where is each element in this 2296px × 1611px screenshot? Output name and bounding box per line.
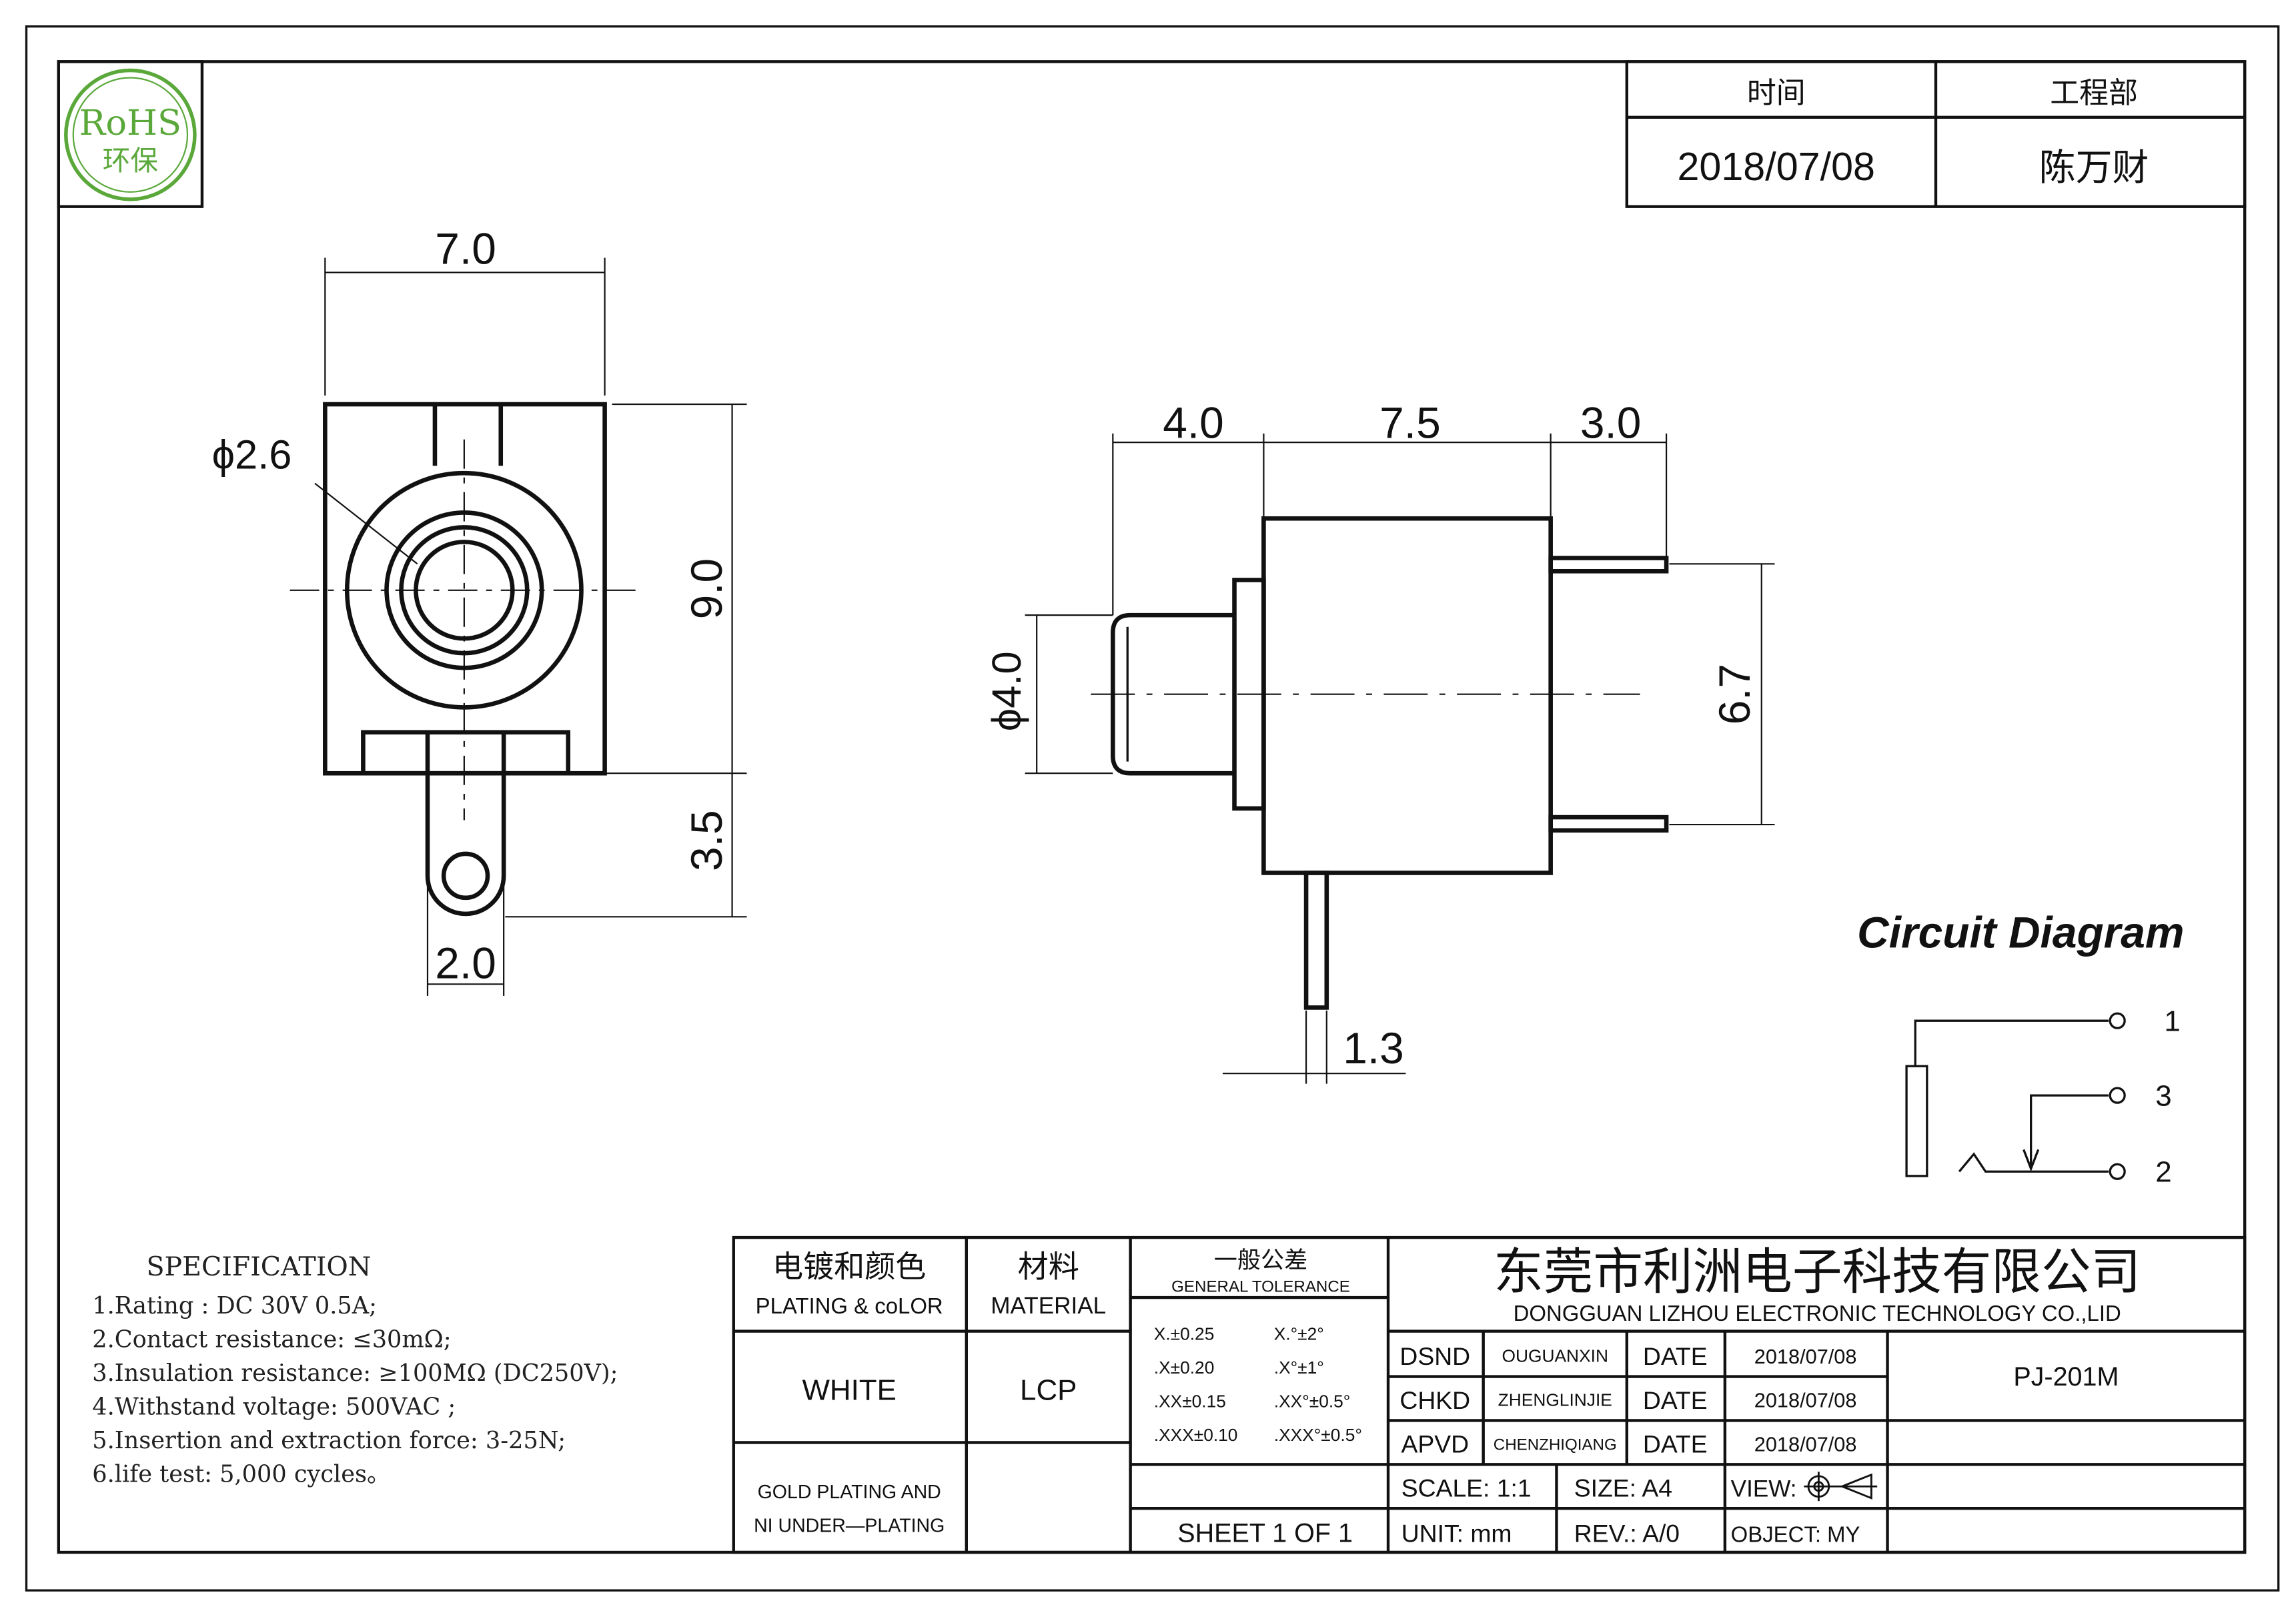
svg-text:MATERIAL: MATERIAL [991,1293,1106,1319]
svg-text:4.0: 4.0 [1163,398,1224,448]
svg-text:WHITE: WHITE [802,1374,896,1407]
side-view: 4.0 7.5 3.0 ϕ4.0 6.7 1.3 [984,398,1775,1084]
svg-text:DATE: DATE [1643,1386,1708,1414]
svg-text:7.0: 7.0 [435,223,496,273]
title-block: 电镀和颜色 PLATING & coLOR 材料 MATERIAL WHITE … [732,1235,2247,1554]
svg-text:3: 3 [2155,1080,2171,1113]
svg-text:DATE: DATE [1643,1342,1708,1370]
svg-text:环保: 环保 [103,144,158,177]
projection-symbol-icon [1804,1472,1878,1502]
svg-text:一般公差: 一般公差 [1214,1247,1307,1273]
svg-text:东莞市利洲电子科技有限公司: 东莞市利洲电子科技有限公司 [1494,1243,2141,1299]
svg-text:电镀和颜色: 电镀和颜色 [772,1249,926,1283]
svg-text:1: 1 [2164,1005,2180,1038]
svg-text:2018/07/08: 2018/07/08 [1754,1433,1857,1456]
svg-text:材料: 材料 [1018,1249,1079,1283]
svg-text:DONGGUAN LIZHOU ELECTRONIC TEC: DONGGUAN LIZHOU ELECTRONIC TECHNOLOGY CO… [1514,1301,2121,1325]
svg-text:3.0: 3.0 [1580,398,1642,448]
svg-text:RoHS: RoHS [79,103,181,143]
svg-text:3.Insulation resistance: ≥100M: 3.Insulation resistance: ≥100MΩ (DC250V)… [92,1360,618,1387]
svg-text:2: 2 [2155,1156,2171,1189]
svg-text:6.7: 6.7 [1710,664,1759,725]
svg-text:时间: 时间 [1747,77,1806,109]
circuit-diagram: Circuit Diagram 1 3 2 [1857,907,2184,1188]
svg-text:NI UNDER—PLATING: NI UNDER—PLATING [754,1515,945,1536]
front-view: 7.0 ϕ2.6 9.0 3.5 2.0 [212,223,747,996]
svg-text:ϕ2.6: ϕ2.6 [212,432,292,478]
svg-text:GENERAL TOLERANCE: GENERAL TOLERANCE [1171,1277,1350,1295]
svg-text:SIZE: A4: SIZE: A4 [1574,1474,1672,1502]
svg-text:2018/07/08: 2018/07/08 [1754,1345,1857,1368]
svg-text:工程部: 工程部 [2050,77,2138,109]
svg-text:1.3: 1.3 [1343,1023,1404,1073]
svg-text:Circuit Diagram: Circuit Diagram [1857,907,2184,957]
svg-text:OUGUANXIN: OUGUANXIN [1502,1346,1608,1366]
svg-text:7.5: 7.5 [1379,398,1441,448]
svg-text:2018/07/08: 2018/07/08 [1677,144,1875,189]
outer-frame [25,25,2280,1592]
svg-text:DATE: DATE [1643,1430,1708,1458]
svg-text:2.0: 2.0 [435,939,496,988]
svg-text:X.±0.25: X.±0.25 [1154,1324,1215,1344]
svg-text:CHKD: CHKD [1399,1386,1470,1414]
specification: SPECIFICATION 1.Rating : DC 30V 0.5A; 2.… [92,1251,618,1488]
svg-text:LCP: LCP [1020,1374,1077,1407]
svg-text:SPECIFICATION: SPECIFICATION [147,1251,372,1282]
svg-text:陈万财: 陈万财 [2039,147,2149,188]
svg-text:DSND: DSND [1399,1342,1470,1370]
svg-text:GOLD PLATING AND: GOLD PLATING AND [758,1482,941,1503]
svg-text:.X±0.20: .X±0.20 [1154,1358,1215,1378]
svg-text:PJ-201M: PJ-201M [2013,1362,2119,1392]
svg-text:6.life test: 5,000 cycles。: 6.life test: 5,000 cycles。 [92,1461,390,1488]
svg-text:.XX±0.15: .XX±0.15 [1154,1392,1226,1412]
svg-text:.X°±1°: .X°±1° [1274,1358,1324,1378]
svg-text:SCALE: 1:1: SCALE: 1:1 [1401,1474,1532,1502]
rohs-logo: RoHS 环保 [57,60,204,208]
svg-text:ZHENGLINJIE: ZHENGLINJIE [1498,1390,1612,1410]
svg-text:2018/07/08: 2018/07/08 [1754,1389,1857,1412]
svg-text:3.5: 3.5 [682,810,731,871]
svg-text:APVD: APVD [1401,1430,1469,1458]
svg-text:9.0: 9.0 [682,558,731,620]
svg-text:VIEW:: VIEW: [1731,1476,1797,1502]
svg-text:REV.: A/0: REV.: A/0 [1574,1520,1680,1548]
approval-table: 时间 工程部 2018/07/08 陈万财 [1625,60,2247,208]
svg-text:1.Rating : DC 30V 0.5A;: 1.Rating : DC 30V 0.5A; [92,1292,377,1319]
svg-text:.XXX°±0.5°: .XXX°±0.5° [1274,1425,1362,1445]
svg-text:SHEET 1 OF 1: SHEET 1 OF 1 [1177,1519,1353,1548]
svg-text:2.Contact resistance: ≤30mΩ;: 2.Contact resistance: ≤30mΩ; [92,1326,451,1354]
svg-text:OBJECT: MY: OBJECT: MY [1731,1522,1860,1547]
svg-text:ϕ4.0: ϕ4.0 [984,651,1030,731]
svg-text:4.Withstand voltage: 500VAC ;: 4.Withstand voltage: 500VAC ; [92,1394,456,1421]
svg-text:.XX°±0.5°: .XX°±0.5° [1274,1392,1351,1412]
svg-text:5.Insertion and extraction for: 5.Insertion and extraction force: 3-25N; [92,1427,566,1454]
svg-text:X.°±2°: X.°±2° [1274,1324,1324,1344]
svg-text:PLATING & coLOR: PLATING & coLOR [756,1293,943,1318]
svg-text:UNIT: mm: UNIT: mm [1401,1520,1512,1548]
svg-text:.XXX±0.10: .XXX±0.10 [1154,1425,1238,1445]
svg-text:CHENZHIQIANG: CHENZHIQIANG [1494,1436,1617,1454]
